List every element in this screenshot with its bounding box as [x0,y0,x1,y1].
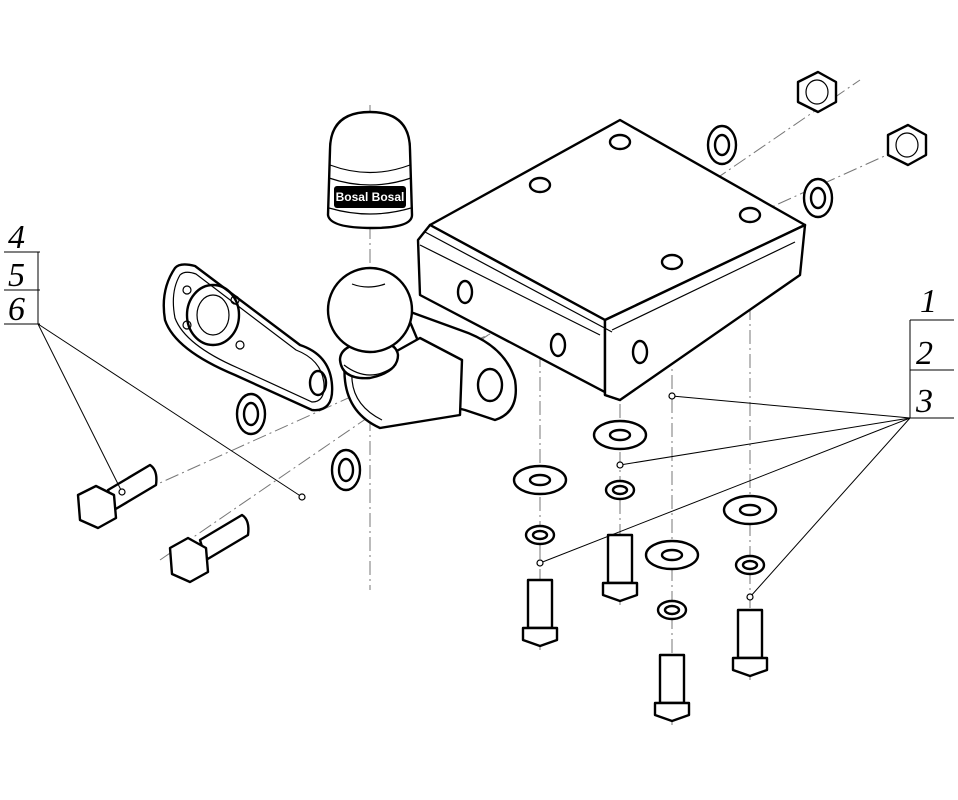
left-washers-and-bolts [76,392,362,584]
mounting-box [416,118,807,402]
socket-mounting-plate [162,263,334,412]
tow-ball-assembly [326,266,517,430]
callout-label-6: 6 [8,291,25,328]
ball-cover-cap: Bosal Bosal [326,110,414,230]
callout-right: 1 2 3 [536,283,954,601]
callout-label-1: 1 [920,283,937,320]
callout-left: 4 5 6 [4,219,306,501]
callout-label-3: 3 [915,383,933,420]
cap-logo-text: Bosal Bosal [336,190,405,204]
callout-label-4: 4 [8,219,25,256]
callout-label-2: 2 [916,335,933,372]
lower-fasteners [512,419,778,723]
callout-label-5: 5 [8,257,25,294]
upper-nuts-and-washers [706,70,928,219]
